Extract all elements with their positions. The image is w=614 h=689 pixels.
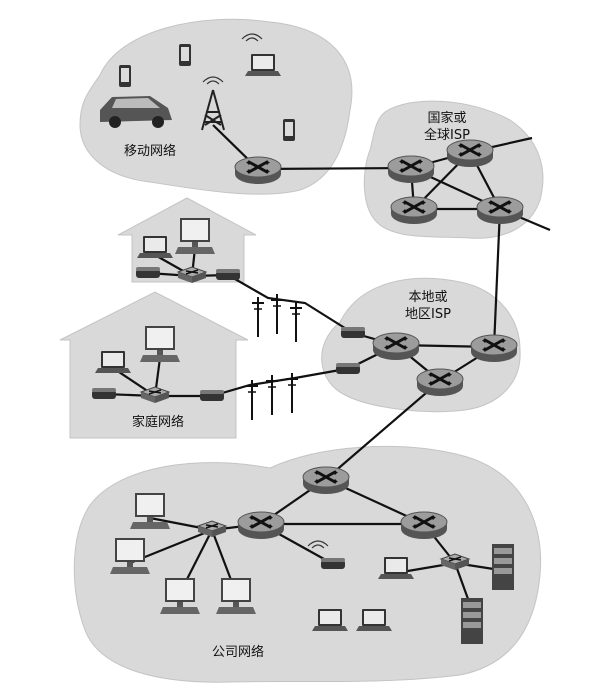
router-icon-enterprise-3 [399,510,449,541]
desktop-computer-icon-home-upper [175,218,215,254]
modem-icon-home-upper [216,269,240,280]
utility-pole-icon-3 [289,301,303,343]
wireless-access-point-icon-enterprise [321,558,345,569]
server-icon-enterprise-1 [492,544,514,590]
desktop-computer-icon-enterprise-2 [110,538,150,574]
local-isp-label-line1: 本地或 [408,290,447,305]
utility-pole-icon-1 [251,296,265,338]
enterprise-network-cloud [73,445,542,683]
utility-pole-icon-4 [245,379,259,421]
national-isp-label-line1: 国家或 [427,110,466,126]
router-icon-mobile-edge [233,155,283,186]
router-icon-national-3 [389,195,439,226]
router-icon-local-3 [415,367,465,398]
utility-pole-icon-2 [270,293,284,335]
utility-pole-icon-5 [265,374,279,416]
server-icon-enterprise-2 [461,598,483,644]
router-icon-local-2 [469,333,519,364]
router-icon-national-1 [386,154,436,185]
cell-tower-icon [201,76,225,131]
desktop-computer-icon-enterprise-4 [216,578,256,614]
modem-icon-local-2 [336,363,360,374]
mobile-network-cloud [79,18,353,195]
router-icon-national-4 [475,195,525,226]
smartphone-icon-2 [179,44,191,66]
modem-icon-local-1 [341,327,365,338]
mobile-network-label: 移动网络 [124,143,176,159]
wireless-access-point-icon-home-upper [136,267,160,278]
router-icon-national-2 [445,138,495,169]
home-network-label: 家庭网络 [132,414,184,430]
national-isp-label-line2: 全球ISP [424,127,470,143]
desktop-computer-icon-enterprise-3 [160,578,200,614]
desktop-computer-icon-enterprise-1 [130,493,170,529]
router-icon-enterprise-1 [301,465,351,496]
desktop-computer-icon-home-lower [140,326,180,362]
modem-icon-home-lower [200,390,224,401]
utility-pole-icon-6 [285,372,299,414]
wireless-access-point-icon-home-lower [92,388,116,399]
car-icon [100,96,172,128]
local-isp-label-line2: 地区ISP [405,307,451,322]
smartphone-icon-1 [119,65,131,87]
router-icon-enterprise-2 [236,510,286,541]
enterprise-network-label: 公司网络 [212,644,264,660]
router-icon-local-1 [371,331,421,362]
smartphone-icon-3 [283,119,295,141]
